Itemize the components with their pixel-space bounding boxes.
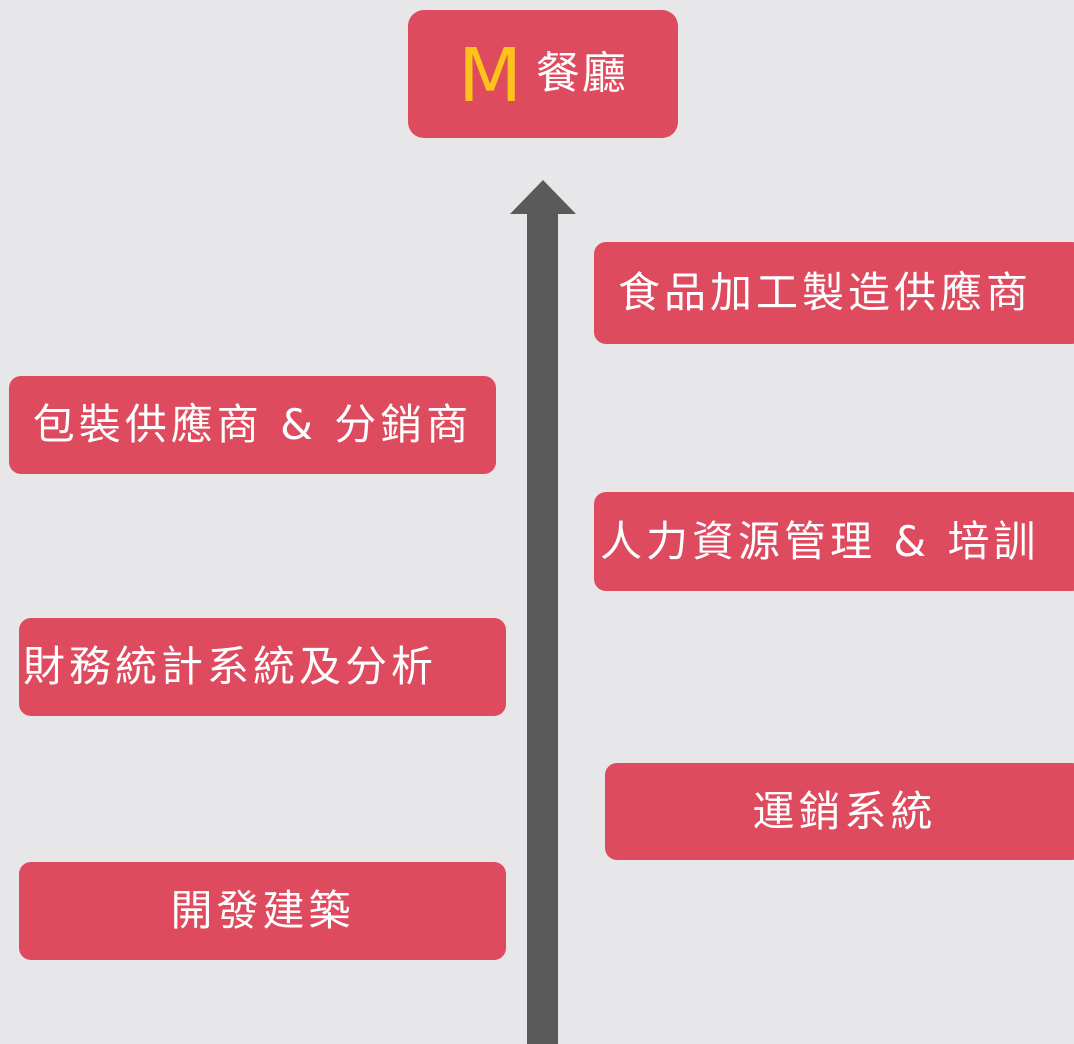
logistics-node: 運銷系統	[605, 763, 1074, 860]
development-node: 開發建築	[19, 862, 506, 960]
hr-node: 人力資源管理 & 培訓	[594, 492, 1074, 591]
packaging-node: 包裝供應商 & 分銷商	[9, 376, 496, 474]
packaging-label: 包裝供應商 & 分銷商	[32, 400, 473, 449]
m-logo-icon: M	[458, 33, 522, 119]
logistics-label: 運銷系統	[752, 786, 937, 836]
restaurant-label: 餐廳	[535, 48, 628, 99]
finance-label: 財務統計系統及分析	[23, 642, 438, 691]
hr-label: 人力資源管理 & 培訓	[600, 516, 1040, 566]
finance-node: 財務統計系統及分析	[19, 618, 506, 716]
development-label: 開發建築	[170, 886, 355, 935]
restaurant-node: M 餐廳	[408, 10, 678, 138]
food-supplier-node: 食品加工製造供應商	[594, 242, 1074, 344]
food-supplier-label: 食品加工製造供應商	[618, 268, 1033, 317]
